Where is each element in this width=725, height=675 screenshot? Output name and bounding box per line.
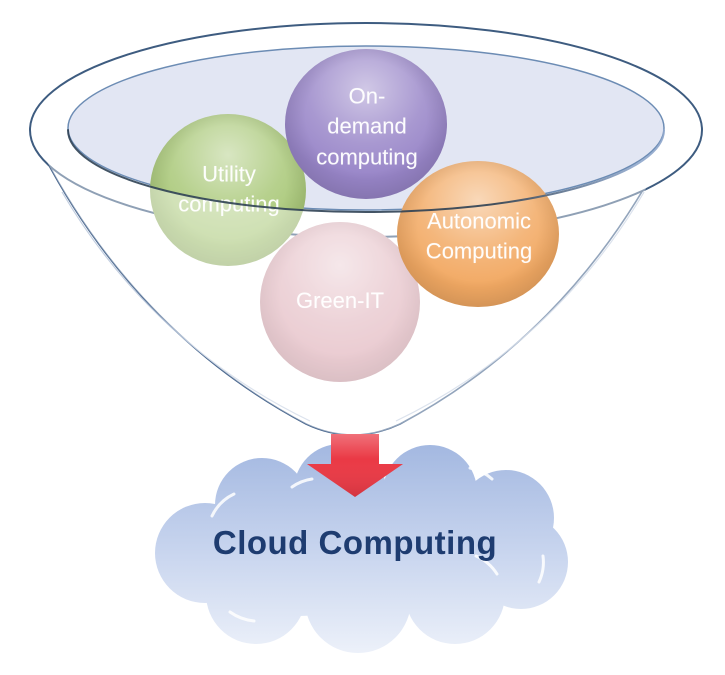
cloud-computing-label: Cloud Computing	[212, 524, 498, 561]
cloud-highlights	[210, 466, 545, 623]
bubble-green-it-vignette	[260, 222, 420, 382]
utility-computing-label: Utility computing	[178, 161, 280, 217]
bubble-green-it	[260, 222, 420, 382]
arrow-down-icon	[307, 434, 403, 497]
arrow-down-shading	[307, 434, 403, 497]
cloud-shape	[155, 444, 568, 653]
funnel-cone-inner-line-left	[61, 191, 311, 422]
on-demand-computing-label: On- demand computing	[316, 83, 418, 170]
green-it-label: Green-IT	[295, 287, 385, 313]
funnel-cone-inner-line-right	[395, 191, 645, 422]
autonomic-computing-label: Autonomic Computing	[425, 208, 533, 264]
